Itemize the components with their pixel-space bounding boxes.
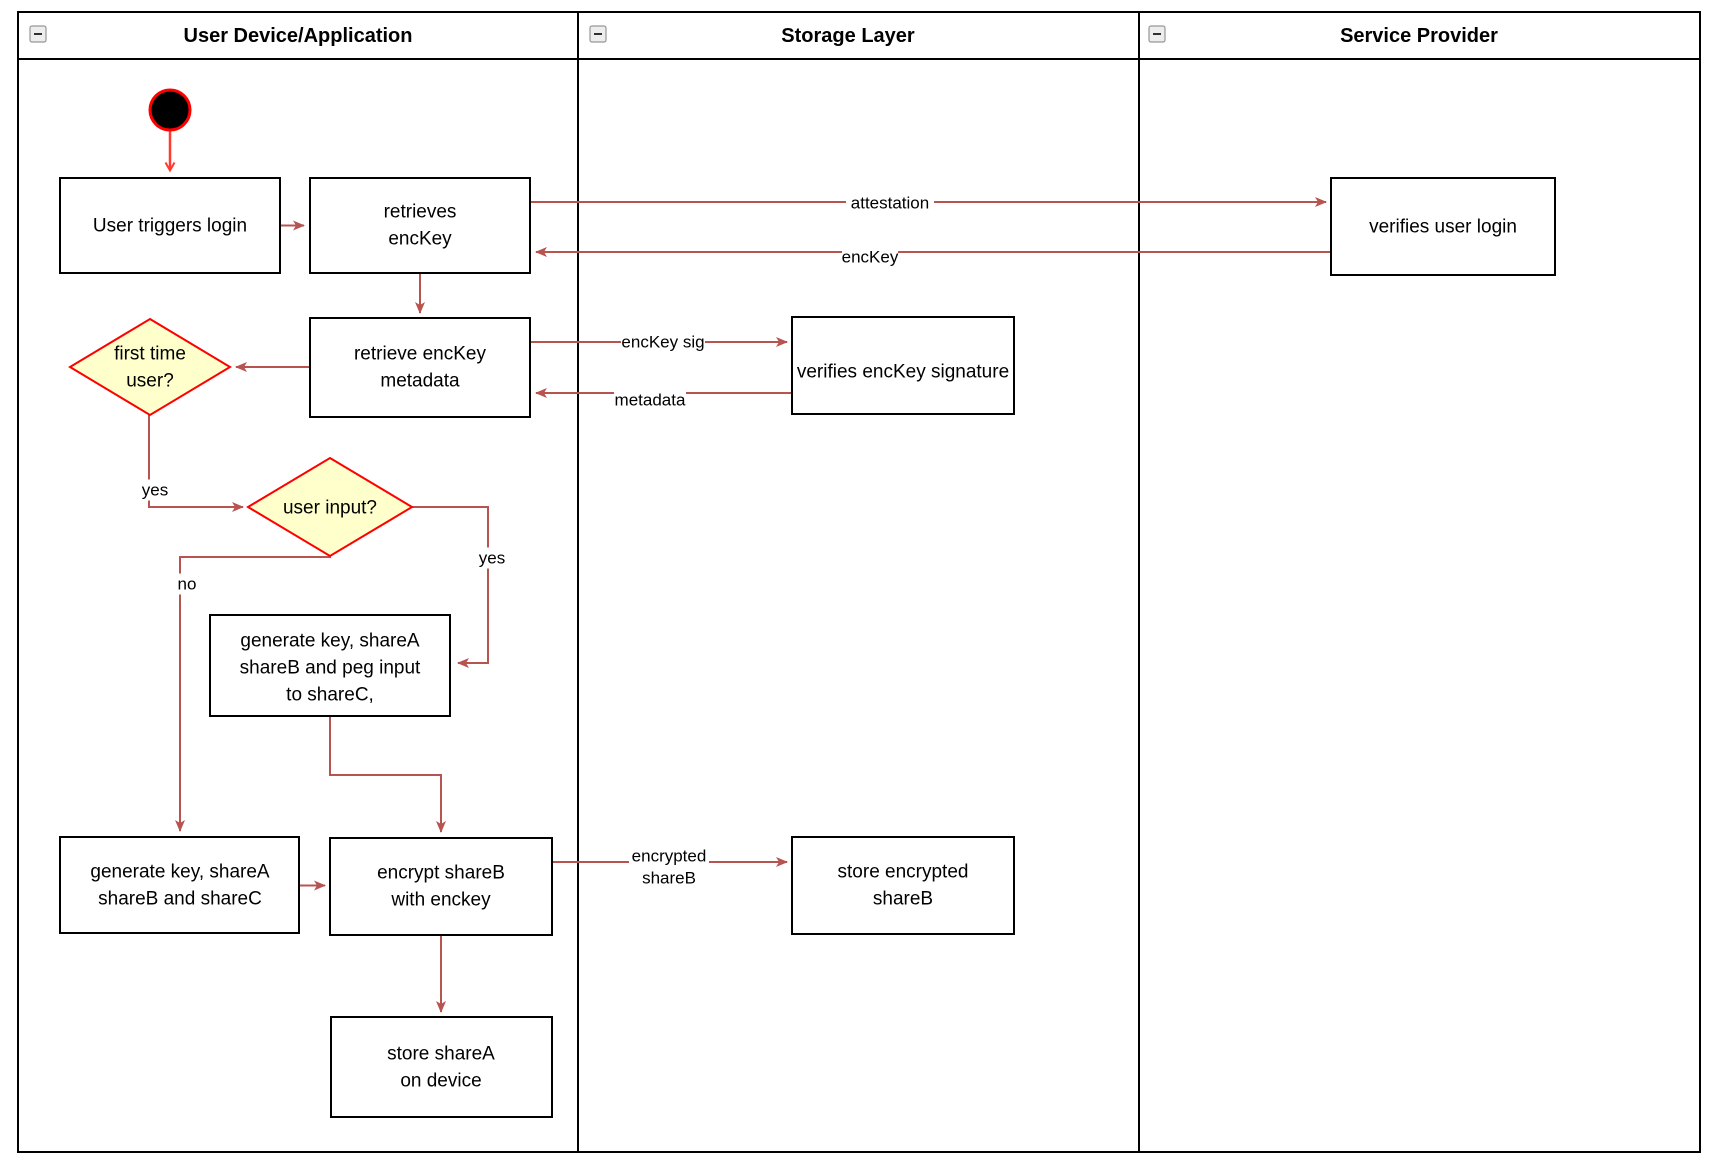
edge-labels: attestation encKey encKey sig metadata e… [139, 192, 934, 888]
decision-first-time-user[interactable] [68, 317, 232, 417]
lane-title-storage-layer: Storage Layer [781, 25, 915, 47]
lane-title-user-device: User Device/Application [184, 25, 413, 47]
label-bg [846, 192, 934, 214]
label-bg [614, 389, 686, 411]
activity-label: encKey [388, 229, 452, 250]
activity-label: store shareA [387, 1044, 495, 1065]
edge-yes-firsttime [148, 415, 244, 512]
activity-label: shareB [873, 889, 933, 910]
activity-label: with enckey [390, 890, 491, 911]
activity-label: shareB and shareC [98, 889, 262, 910]
label-bg [629, 845, 709, 888]
activity-label: retrieve encKey [354, 344, 487, 365]
label-bg [621, 331, 705, 353]
collapse-button[interactable] [589, 25, 607, 43]
activity-verifies-user-login[interactable] [1330, 177, 1556, 276]
collapse-button[interactable] [29, 25, 47, 43]
lane-header-service-provider[interactable]: Service Provider [1148, 25, 1498, 47]
edge-label-encrypted-shareb-1: encrypted [632, 847, 707, 866]
edge-label-enckey-sig: encKey sig [621, 333, 704, 352]
activity-label: to shareC, [286, 685, 374, 706]
edge-label-no-userinput: no [178, 575, 197, 594]
edge-peg-to-encrypt [329, 716, 446, 833]
edge-label-enckey: encKey [842, 248, 899, 267]
label-bg [139, 479, 171, 501]
activity-store-sharea[interactable] [330, 1016, 553, 1118]
decision-label: first time [114, 344, 186, 365]
activity-label: metadata [380, 371, 460, 392]
label-bg [842, 246, 898, 268]
decision-user-input[interactable] [246, 456, 414, 558]
activity-label: generate key, shareA [90, 862, 270, 883]
lane-header-user-device[interactable]: User Device/Application [29, 25, 413, 47]
activity-verifies-enckey-signature[interactable] [791, 316, 1015, 415]
activity-encrypt-shareb[interactable] [329, 837, 553, 936]
edge-label-encrypted-shareb-2: shareB [642, 869, 696, 888]
activity-label: User triggers login [93, 216, 247, 237]
decision-label: user input? [283, 498, 377, 519]
edge-label-attestation: attestation [851, 194, 929, 213]
activity-label: encrypt shareB [377, 863, 505, 884]
lane-title-service-provider: Service Provider [1340, 25, 1498, 47]
label-bg [476, 547, 508, 569]
edge-label-metadata: metadata [615, 391, 686, 410]
activity-label: verifies encKey signature [797, 362, 1009, 383]
activity-label: generate key, shareA [240, 631, 420, 652]
decision-label: user? [126, 371, 174, 392]
activity-label: on device [400, 1071, 481, 1092]
edge-yes-userinput [412, 506, 489, 668]
activity-label: verifies user login [1369, 217, 1517, 238]
start-node[interactable] [148, 88, 192, 132]
activity-retrieve-enckey-metadata[interactable] [309, 317, 531, 418]
edge-label-yes-userinput: yes [479, 549, 505, 568]
activity-generate-key-peg-input[interactable] [209, 614, 451, 717]
label-bg [174, 573, 201, 595]
nodes: User triggers login retrieves encKey ver… [59, 88, 1556, 1118]
activity-user-triggers-login[interactable] [59, 177, 281, 274]
activity-generate-key-shares[interactable] [59, 836, 300, 934]
lane-header-storage-layer[interactable]: Storage Layer [589, 25, 915, 47]
activity-store-encrypted-shareb[interactable] [791, 836, 1015, 935]
activity-label: store encrypted [838, 862, 969, 883]
activity-label: retrieves [384, 202, 457, 223]
activity-label: shareB and peg input [240, 658, 421, 679]
collapse-button[interactable] [1148, 25, 1166, 43]
activity-retrieves-enckey[interactable] [309, 177, 531, 274]
edge-label-yes-firsttime: yes [142, 481, 168, 500]
